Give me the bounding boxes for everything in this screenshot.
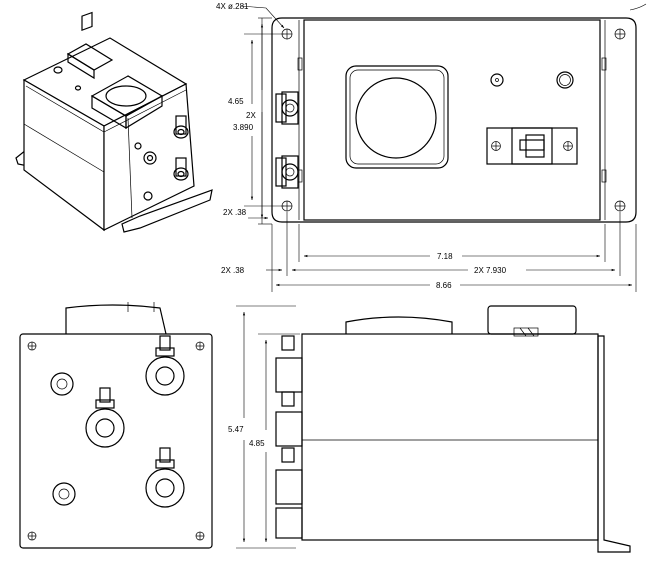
iso-disc <box>105 85 147 107</box>
side-breaker <box>487 305 577 335</box>
top-view <box>240 3 647 223</box>
top-breaker <box>486 127 578 165</box>
top-knob <box>490 73 504 87</box>
top-view-dimensions <box>244 17 637 292</box>
dim-hole-spacing-vertical-qty: 2X <box>246 111 256 120</box>
iso-terminals <box>134 115 189 201</box>
flange-bottom <box>121 189 213 233</box>
side-view-dimensions <box>236 305 300 549</box>
dim-side-height-body: 4.85 <box>249 439 265 448</box>
top-disc-square <box>345 65 449 169</box>
top-knob-large <box>556 71 574 89</box>
dim-bottom-offset: 2X .38 <box>223 208 247 217</box>
top-disc-circle <box>355 77 437 159</box>
end-disc-top <box>65 304 167 335</box>
side-body <box>301 333 599 541</box>
end-corner-screws <box>27 341 205 541</box>
end-view <box>19 302 213 549</box>
dim-left-offset: 2X .38 <box>221 266 245 275</box>
top-mounting-holes <box>281 28 626 212</box>
side-disc-top <box>345 316 453 334</box>
dim-hole-spacing-vertical: 3.890 <box>233 123 254 132</box>
top-mounting-plate <box>271 17 637 223</box>
side-flange <box>597 335 631 553</box>
top-terminals <box>275 91 299 189</box>
top-body <box>303 19 601 221</box>
iso-knob <box>53 66 63 74</box>
dim-height-overall: 4.65 <box>228 97 244 106</box>
end-ring-terminals <box>85 335 185 508</box>
dim-side-height-overall: 5.47 <box>228 425 244 434</box>
end-body <box>19 333 213 549</box>
isometric-view <box>15 11 213 233</box>
dim-length-overall: 8.66 <box>436 281 452 290</box>
side-terminals <box>275 335 303 539</box>
dim-hole-callout: 4X ø.281 <box>216 2 249 11</box>
dim-inner-length: 7.18 <box>437 252 453 261</box>
end-plug <box>50 372 74 396</box>
dim-hole-spacing-horizontal: 2X 7.930 <box>474 266 507 275</box>
side-view <box>275 305 631 553</box>
